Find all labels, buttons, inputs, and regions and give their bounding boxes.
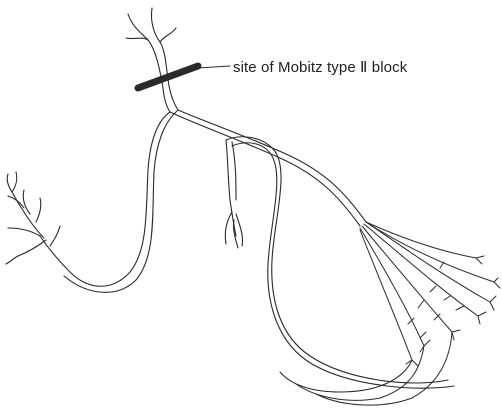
block-site-marker bbox=[138, 66, 198, 88]
left-bundle-branch bbox=[6, 110, 178, 292]
block-site-annotation: site of Mobitz type Ⅱ block bbox=[233, 58, 407, 76]
purkinje-fan bbox=[280, 222, 500, 405]
annotation-leader-line bbox=[198, 66, 230, 68]
right-bundle-branch bbox=[170, 110, 454, 388]
common-bundle bbox=[163, 86, 178, 112]
